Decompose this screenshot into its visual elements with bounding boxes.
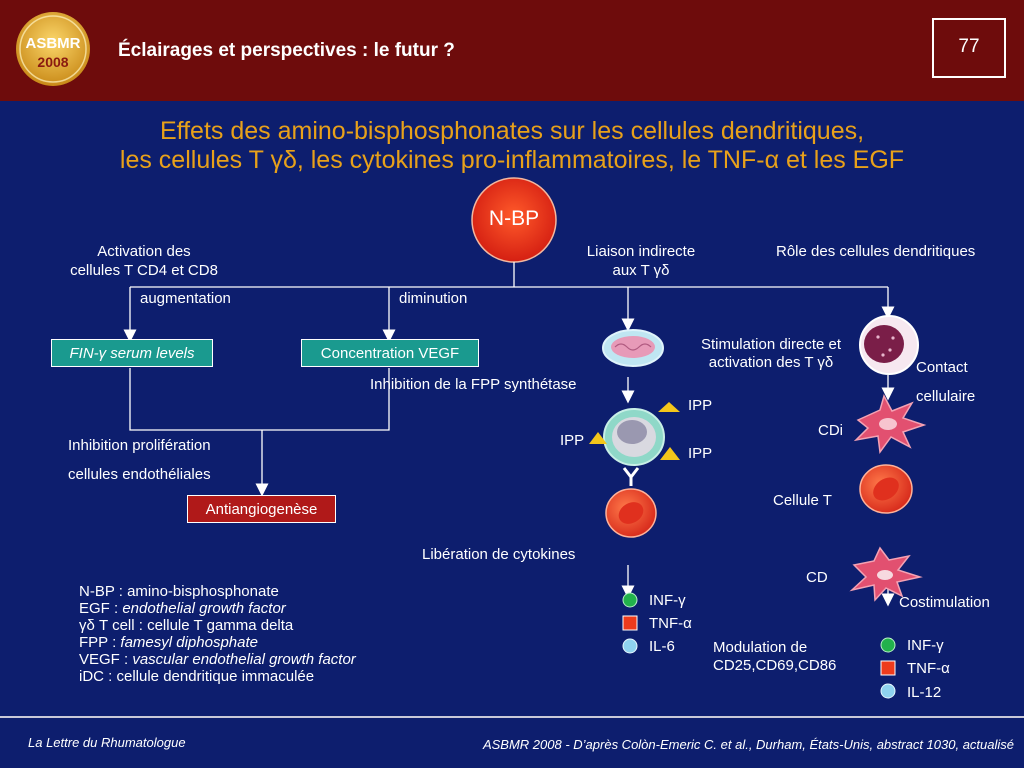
legend-val-fpp: famesyl diphosphate <box>120 634 258 651</box>
cytokine-left-3-marker <box>622 638 638 654</box>
legend-line-fpp: FPP : famesyl diphosphate <box>79 634 356 651</box>
main-title-line1: Effets des amino-bisphosphonates sur les… <box>159 117 865 145</box>
footer-left: La Lettre du Rhumatologue <box>28 735 186 750</box>
stimulation-line1: Stimulation directe et <box>700 336 842 353</box>
fin-gamma-box: FIN-γ serum levels <box>51 339 213 367</box>
liberation-label: Libération de cytokines <box>422 546 576 563</box>
main-title-line2: les cellules T γδ, les cytokines pro-inf… <box>119 146 905 174</box>
ipp-triangle-2 <box>589 432 607 444</box>
t-cell-right-icon <box>859 464 913 514</box>
legend-line-vegf: VEGF : vascular endothelial growth facto… <box>79 651 356 668</box>
augmentation-label: augmentation <box>140 290 231 307</box>
branch-middle-line2: aux T γδ <box>612 262 670 279</box>
footer-right: ASBMR 2008 - D’après Colòn-Emeric C. et … <box>482 737 1014 752</box>
legend-key-egf: EGF : <box>79 600 123 617</box>
branch-left-line2: cellules T CD4 et CD8 <box>70 262 218 279</box>
legend-val-vegf: vascular endothelial growth factor <box>132 651 356 668</box>
legend-key-fpp: FPP : <box>79 634 121 651</box>
ipp-triangle-1 <box>658 402 680 412</box>
cytokine-left-1-label: INF-γ <box>649 592 686 609</box>
diminution-label: diminution <box>399 290 468 307</box>
cytokine-right-3-label: IL-12 <box>907 684 942 701</box>
legend-line-egf: EGF : endothelial growth factor <box>79 600 356 617</box>
svg-text:2008: 2008 <box>37 54 68 70</box>
cellule-t-label: Cellule T <box>773 492 832 509</box>
page-number-box: 77 <box>932 18 1006 78</box>
connector-lines <box>123 262 895 607</box>
contact-line1: Contact <box>916 359 968 376</box>
nbp-label: N-BP <box>488 207 540 230</box>
header-title: Éclairages et perspectives : le futur ? <box>118 40 455 61</box>
modulation-line1: Modulation de <box>713 639 808 656</box>
immature-dendritic-cell-icon <box>853 394 927 454</box>
mature-dendritic-cell-icon <box>849 546 923 602</box>
cd-label: CD <box>806 569 828 586</box>
legend-line-gdt: γδ T cell : cellule T gamma delta <box>79 617 294 634</box>
ipp-label-1: IPP <box>688 397 713 414</box>
cytokine-right-2-marker <box>880 660 896 676</box>
dendritic-precursor-cell-icon <box>859 315 919 375</box>
branch-left-line1: Activation des <box>97 243 191 260</box>
gamma-delta-t-cell-icon <box>603 408 665 466</box>
vegf-box: Concentration VEGF <box>301 339 479 367</box>
legend-val-egf: endothelial growth factor <box>122 600 286 617</box>
cytokine-left-3-label: IL-6 <box>649 638 675 655</box>
cytokine-left-2-label: TNF-α <box>649 615 692 632</box>
contact-line2: cellulaire <box>916 388 976 405</box>
inhibition-prolif-line1: Inhibition prolifération <box>68 437 211 454</box>
ipp-label-2: IPP <box>560 432 585 449</box>
platelet-cell-icon <box>602 329 664 367</box>
svg-text:ASBMR: ASBMR <box>26 35 81 52</box>
costimulation-label: Costimulation <box>899 594 990 611</box>
cdi-label: CDi <box>818 422 843 439</box>
cytokine-left-1-marker <box>622 592 638 608</box>
page-number: 77 <box>958 36 980 57</box>
branch-right-label: Rôle des cellules dendritiques <box>776 243 976 260</box>
inhibition-prolif-line2: cellules endothéliales <box>68 466 211 483</box>
cytokine-right-2-label: TNF-α <box>907 660 950 677</box>
ipp-triangle-3 <box>660 447 680 460</box>
branch-middle-line1: Liaison indirecte <box>586 243 696 260</box>
red-cell-middle-icon <box>605 488 657 538</box>
cytokine-right-1-label: INF-γ <box>907 637 944 654</box>
legend-line-nbp: N-BP : amino-bisphosphonate <box>79 583 279 600</box>
cytokine-right-1-marker <box>880 637 896 653</box>
ipp-label-3: IPP <box>688 445 713 462</box>
legend-key-vegf: VEGF : <box>79 651 133 668</box>
inhibition-fpp-label: Inhibition de la FPP synthétase <box>370 376 577 393</box>
cytokine-left-2-marker <box>622 615 638 631</box>
cytokine-right-3-marker <box>880 683 896 699</box>
footer-divider <box>0 716 1024 718</box>
asbmr-logo: ASBMR 2008 <box>16 12 90 86</box>
stimulation-line2: activation des T γδ <box>708 354 834 371</box>
abbreviation-legend: N-BP : amino-bisphosphonate EGF : endoth… <box>79 583 356 685</box>
antiangiogenese-box: Antiangiogenèse <box>187 495 336 523</box>
legend-line-idc: iDC : cellule dendritique immaculée <box>79 668 315 685</box>
receptor-icon <box>622 467 640 486</box>
header-bar <box>0 0 1024 101</box>
modulation-line2: CD25,CD69,CD86 <box>713 657 837 674</box>
